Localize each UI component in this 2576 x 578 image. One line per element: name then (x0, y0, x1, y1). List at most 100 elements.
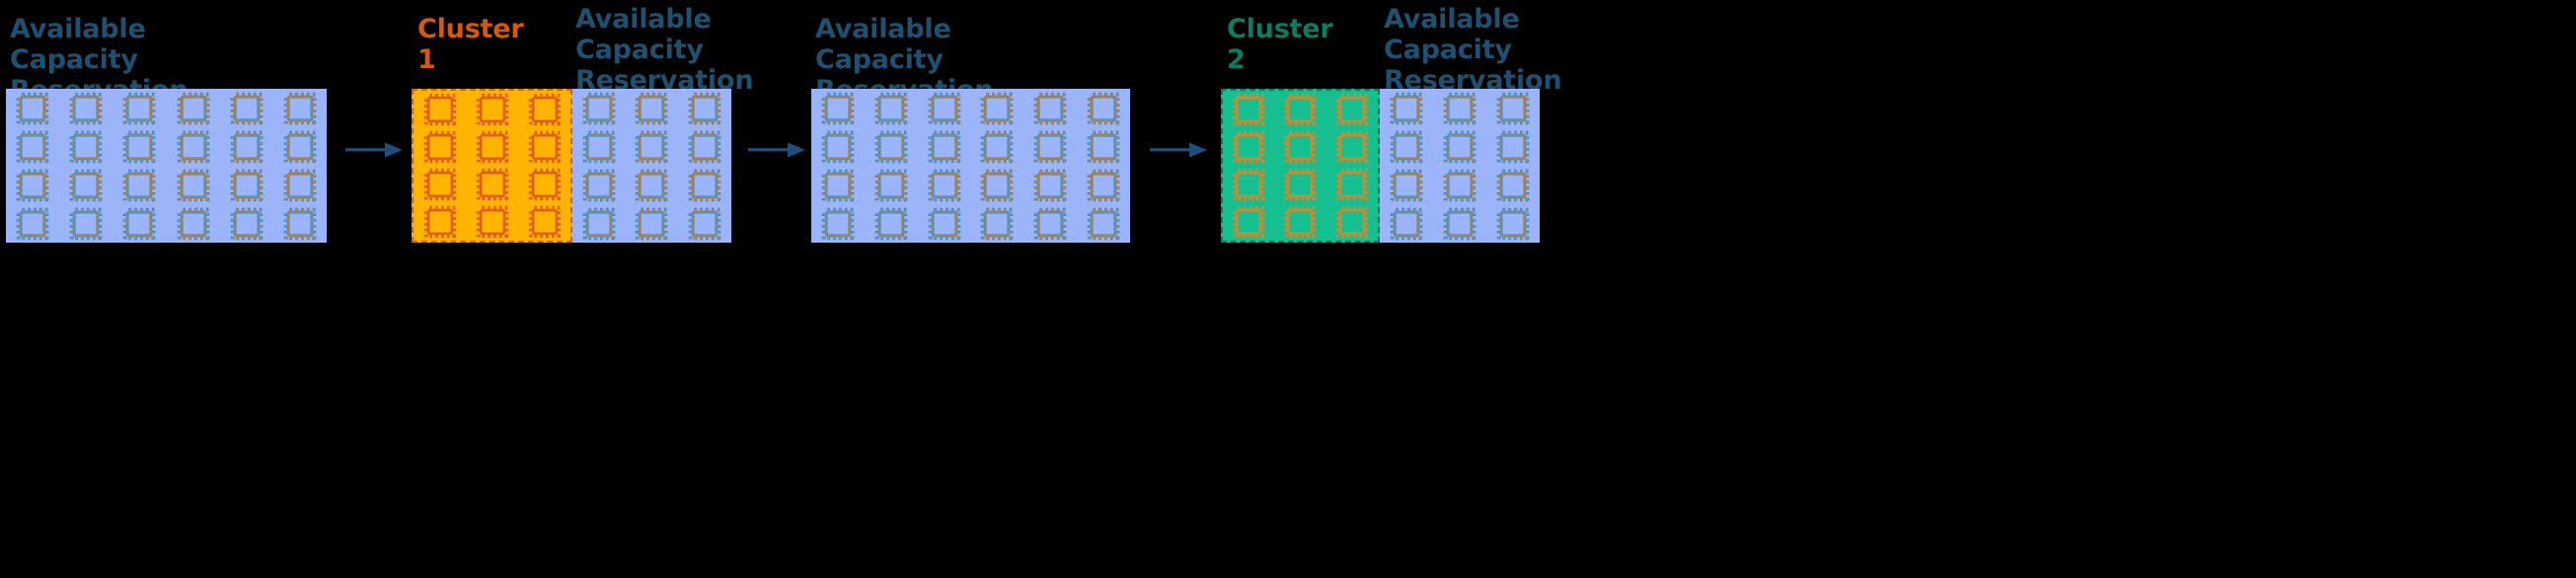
cpu-chip-icon (636, 207, 668, 240)
chip-cell (120, 128, 158, 166)
chip-cell (686, 128, 723, 166)
cpu-chip-icon (874, 169, 907, 201)
cpu-chip-icon (1390, 130, 1423, 163)
chip-cell (633, 205, 670, 243)
cpu-chip-icon (1284, 130, 1317, 164)
cpu-chip-icon (423, 93, 456, 126)
chip-cell (228, 90, 265, 127)
cpu-chip-icon (1232, 168, 1265, 201)
chip-cell (67, 128, 105, 166)
cpu-chip-icon (582, 169, 616, 201)
cpu-chip-icon (1034, 92, 1067, 124)
chip-cell (474, 166, 511, 203)
cpu-chip-icon (528, 205, 561, 239)
chip-cell (978, 205, 1016, 243)
cpu-chip-icon (528, 168, 561, 201)
available-capacity-label: Available Capacity Reservation (575, 4, 754, 97)
available-capacity-block (811, 89, 1130, 243)
chip-cell (872, 128, 910, 166)
cpu-chip-icon (1390, 169, 1423, 201)
chip-cell (926, 167, 963, 204)
chip-cell (526, 128, 564, 166)
chip-cell (281, 205, 319, 243)
chip-cell (281, 128, 319, 166)
cpu-chip-icon (1087, 169, 1120, 201)
cpu-chip-icon (1443, 130, 1477, 163)
chip-cell (1031, 167, 1069, 204)
chip-cell (819, 167, 857, 204)
cpu-chip-icon (476, 130, 508, 164)
cpu-chip-icon (123, 130, 156, 163)
chip-cell (67, 90, 105, 127)
chip-cell (686, 167, 723, 204)
cpu-chip-icon (283, 92, 317, 124)
cpu-chip-icon (874, 207, 907, 240)
chip-cell (1333, 91, 1371, 128)
cpu-chip-icon (582, 92, 616, 124)
cpu-chip-icon (1390, 92, 1423, 124)
cpu-chip-icon (123, 169, 156, 201)
chip-cell (1031, 205, 1069, 243)
cpu-chip-icon (1034, 169, 1067, 201)
chip-cell (1230, 128, 1267, 166)
chip-cell (580, 167, 618, 204)
cpu-chip-icon (1496, 169, 1530, 201)
cpu-chip-icon (230, 130, 263, 163)
cpu-chip-icon (123, 207, 156, 240)
cpu-chip-icon (230, 207, 263, 240)
cpu-chip-icon (688, 92, 721, 124)
cpu-chip-icon (70, 92, 103, 124)
chip-cell (872, 205, 910, 243)
chip-cell (281, 167, 319, 204)
cpu-chip-icon (1284, 93, 1317, 126)
chip-cell (1388, 167, 1425, 204)
cpu-chip-icon (476, 93, 508, 126)
available-capacity-block (572, 89, 731, 243)
cpu-chip-icon (70, 130, 103, 163)
cpu-chip-icon (821, 130, 855, 163)
chip-cell (872, 167, 910, 204)
cpu-chip-icon (1335, 93, 1369, 126)
chip-cell (1388, 128, 1425, 166)
cpu-chip-icon (1335, 168, 1369, 201)
chip-cell (228, 128, 265, 166)
cpu-chip-icon (981, 169, 1014, 201)
cpu-chip-icon (1443, 92, 1477, 124)
cpu-chip-icon (283, 130, 317, 163)
chip-cell (175, 128, 212, 166)
flow-arrow-icon (345, 142, 403, 158)
cpu-chip-icon (1034, 130, 1067, 163)
chip-cell (421, 128, 459, 166)
chip-cell (1388, 90, 1425, 127)
chip-cell (1281, 203, 1319, 241)
chip-cell (1230, 166, 1267, 203)
chip-cell (67, 167, 105, 204)
chip-cell (1441, 128, 1478, 166)
chip-cell (1333, 128, 1371, 166)
chip-cell (1441, 90, 1478, 127)
cpu-chip-icon (70, 207, 103, 240)
chip-cell (1085, 90, 1122, 127)
chip-cell (978, 128, 1016, 166)
chip-cell (421, 91, 459, 128)
cluster-label: Cluster 2 (1227, 14, 1333, 76)
chip-cell (1281, 128, 1319, 166)
cpu-chip-icon (1390, 207, 1423, 240)
cpu-chip-icon (177, 169, 209, 201)
cpu-chip-icon (582, 207, 616, 240)
cpu-chip-icon (928, 130, 960, 163)
chip-cell (1085, 205, 1122, 243)
flow-arrow-icon (1150, 142, 1207, 158)
chip-cell (1281, 166, 1319, 203)
chip-cell (926, 128, 963, 166)
cpu-chip-icon (874, 130, 907, 163)
available-capacity-label: Available Capacity Reservation (1384, 4, 1562, 97)
cluster-2-block (1221, 89, 1380, 243)
cpu-chip-icon (16, 207, 49, 240)
chip-cell (1085, 128, 1122, 166)
chip-cell (1230, 91, 1267, 128)
chip-cell (228, 167, 265, 204)
chip-cell (580, 205, 618, 243)
cpu-chip-icon (928, 169, 960, 201)
cpu-chip-icon (1335, 130, 1369, 164)
